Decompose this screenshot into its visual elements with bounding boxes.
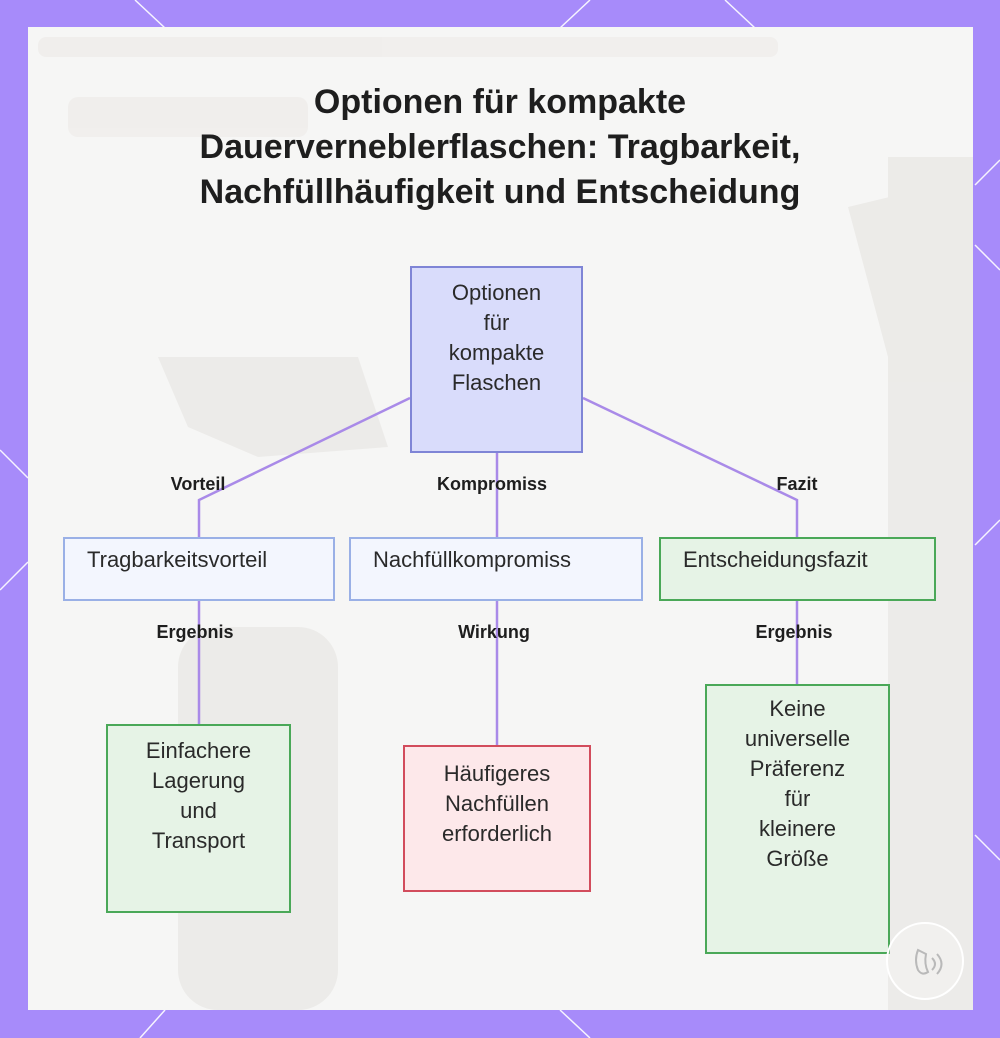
leaf-line: Größe (766, 846, 829, 871)
leaf-line: für (784, 786, 811, 811)
refill-tradeoff-node: Nachfüllkompromiss (349, 537, 643, 601)
root-line: Optionen (451, 280, 542, 305)
edge-label-effect: Wirkung (458, 622, 530, 642)
edge-label-result-left: Ergebnis (156, 622, 234, 642)
leaf-line: Transport (151, 828, 246, 853)
leaf-line: Nachfüllen (445, 791, 549, 816)
decision-conclusion-node: Entscheidungsfazit (659, 537, 936, 601)
leaf-line: erforderlich (441, 821, 553, 846)
node-label: Entscheidungsfazit (683, 547, 868, 572)
leaf-line: Lagerung (152, 768, 245, 793)
leaf-line: Häufigeres (443, 761, 551, 786)
leaf-line: universelle (744, 726, 851, 751)
node-label: Nachfüllkompromiss (373, 547, 572, 572)
frequent-refill-node: Häufigeres Nachfüllen erforderlich (403, 745, 591, 892)
leaf-line: Einfachere (145, 738, 252, 763)
title-line-1: Optionen für kompakte (313, 83, 687, 121)
edge-label-tradeoff: Kompromiss (436, 474, 548, 494)
edge-label-conclusion: Fazit (776, 474, 818, 494)
title-line-2: Dauerverneblerflaschen: Tragbarkeit, (199, 128, 801, 166)
node-label: Tragbarkeitsvorteil (87, 547, 268, 572)
leaf-line: Präferenz (749, 756, 846, 781)
root-line: kompakte (448, 340, 545, 365)
leaf-line: und (180, 798, 217, 823)
leaf-line: kleinere (758, 816, 837, 841)
root-line: Flaschen (451, 370, 542, 395)
easier-storage-node: Einfachere Lagerung und Transport (106, 724, 291, 913)
edge-label-result-right: Ergebnis (755, 622, 833, 642)
background-bottle-image (38, 37, 973, 1010)
portability-advantage-node: Tragbarkeitsvorteil (63, 537, 335, 601)
diagram-title: Optionen für kompakte Dauerverneblerflas… (0, 80, 1000, 215)
edge-label-advantage: Vorteil (170, 474, 226, 494)
root-node: Optionen für kompakte Flaschen (410, 266, 583, 453)
no-universal-preference-node: Keine universelle Präferenz für kleinere… (705, 684, 890, 954)
watermark-logo-icon (886, 922, 964, 1000)
title-line-3: Nachfüllhäufigkeit und Entscheidung (199, 173, 801, 211)
leaf-line: Keine (769, 696, 826, 721)
connector-root-right (582, 396, 799, 537)
root-line: für (483, 310, 510, 335)
connector-root-left (197, 396, 411, 537)
